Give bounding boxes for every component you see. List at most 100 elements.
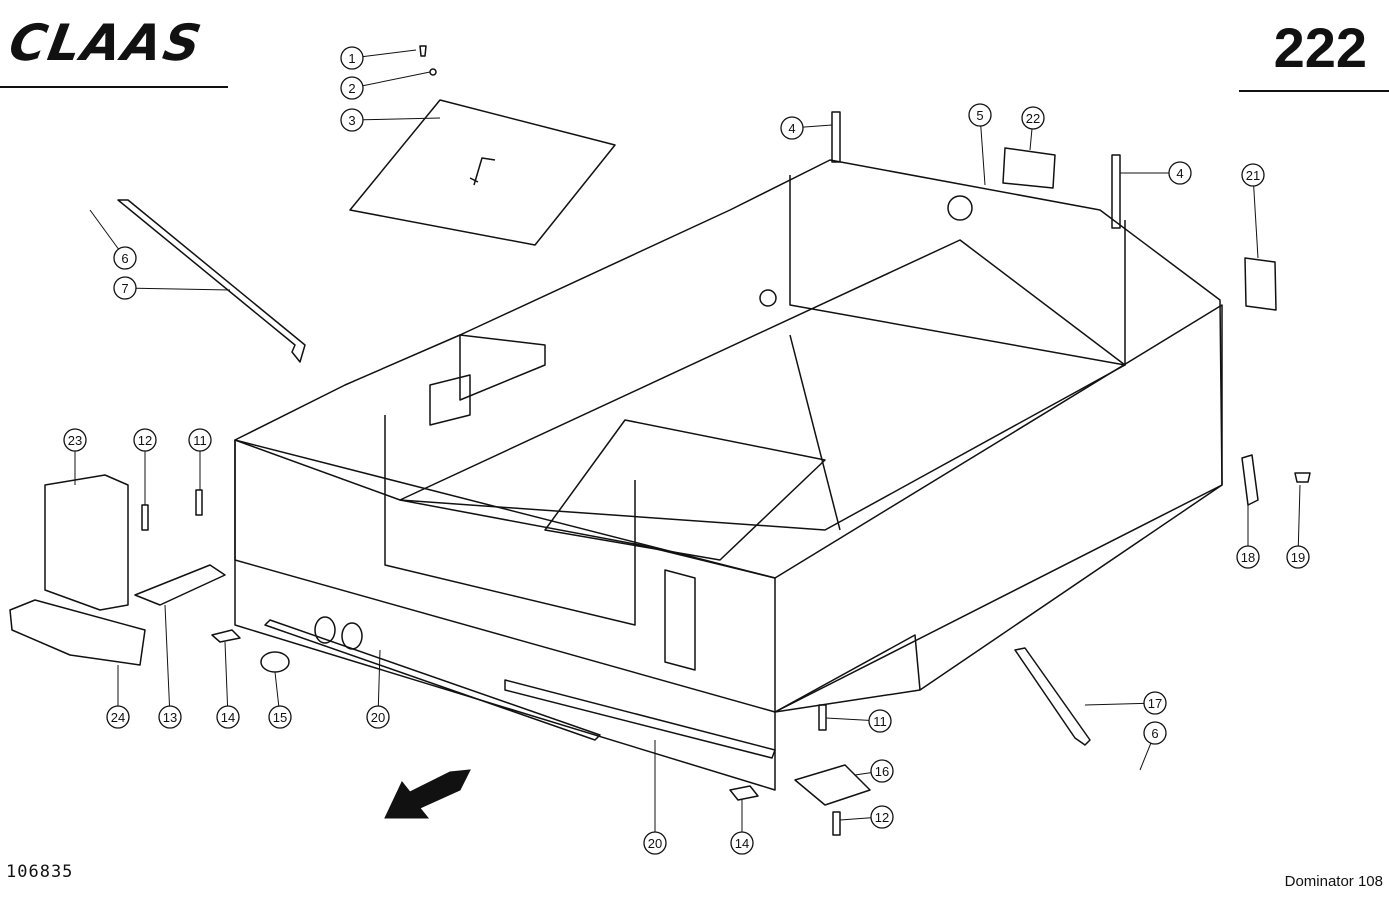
inner-slope xyxy=(399,239,1126,531)
callout-label: 14 xyxy=(735,836,749,851)
callout-circle xyxy=(643,831,667,855)
callout-15: 15 xyxy=(268,671,292,729)
callout-label: 3 xyxy=(348,113,355,128)
callout-3: 3 xyxy=(340,108,441,132)
box-rim xyxy=(234,159,1223,713)
callout-label: 22 xyxy=(1026,111,1040,126)
callout-label: 18 xyxy=(1241,550,1255,565)
callout-14: 14 xyxy=(730,800,754,855)
plate-21 xyxy=(1244,257,1277,311)
callout-circle xyxy=(113,246,137,270)
leader-line xyxy=(362,117,441,121)
callout-14: 14 xyxy=(216,641,240,729)
leader-line xyxy=(362,49,417,58)
callout-label: 20 xyxy=(648,836,662,851)
callout-circle xyxy=(366,705,390,729)
leader-line xyxy=(825,717,870,721)
wall-hole xyxy=(947,195,973,221)
callout-24: 24 xyxy=(106,665,130,729)
callout-23: 23 xyxy=(63,428,87,485)
post-4-right xyxy=(1111,154,1121,229)
callout-circle xyxy=(780,116,804,140)
callout-label: 11 xyxy=(873,714,887,729)
header-rule-right xyxy=(1239,90,1389,92)
callout-label: 13 xyxy=(163,710,177,725)
front-hole-a xyxy=(314,616,336,644)
box-side-face xyxy=(774,304,1223,713)
cover-23 xyxy=(44,474,129,611)
callout-label: 2 xyxy=(348,81,355,96)
callout-circle xyxy=(340,108,364,132)
callout-circle xyxy=(113,276,137,300)
callout-17: 17 xyxy=(1084,691,1167,715)
strip-20b xyxy=(504,679,776,759)
front-hatch xyxy=(664,569,696,671)
strip-20a xyxy=(264,619,601,741)
leader-line xyxy=(377,649,381,707)
callout-label: 4 xyxy=(788,121,795,136)
plate-22 xyxy=(1002,147,1056,189)
callout-circle xyxy=(216,705,240,729)
corner-step xyxy=(429,374,471,426)
box-front-face xyxy=(234,439,776,791)
callout-label: 12 xyxy=(138,433,152,448)
bolt-12b xyxy=(832,811,841,836)
callout-label: 5 xyxy=(976,108,983,123)
inner-ridge xyxy=(789,334,841,531)
callout-1: 1 xyxy=(340,46,417,70)
bracket-16 xyxy=(794,764,871,806)
callout-4: 4 xyxy=(780,116,833,140)
corner-housing xyxy=(459,334,546,401)
leader-line xyxy=(839,817,872,821)
callout-label: 1 xyxy=(348,51,355,66)
bolt-11a xyxy=(195,489,203,516)
bracket-18 xyxy=(1241,454,1259,506)
ring-15 xyxy=(260,651,290,673)
leader-line xyxy=(1029,128,1033,151)
cover-plate xyxy=(349,99,616,246)
callout-circle xyxy=(340,46,364,70)
callout-circle xyxy=(340,76,364,100)
leader-line xyxy=(1139,743,1152,771)
shim-14a xyxy=(211,629,241,643)
callout-label: 19 xyxy=(1291,550,1305,565)
bolt-11b xyxy=(818,704,827,731)
callout-circle xyxy=(106,705,130,729)
callout-12: 12 xyxy=(839,805,894,829)
leader-line xyxy=(1297,484,1301,547)
leader-line xyxy=(854,772,872,776)
callout-label: 14 xyxy=(221,710,235,725)
post-4-left xyxy=(831,111,841,163)
callout-circle xyxy=(868,709,892,733)
page-number: 222 xyxy=(1273,16,1367,79)
direction-arrow xyxy=(384,769,471,819)
callout-label: 24 xyxy=(111,710,125,725)
callout-6: 6 xyxy=(89,209,137,270)
callout-circle xyxy=(1168,161,1192,185)
callout-circle xyxy=(158,705,182,729)
leader-line xyxy=(89,209,119,250)
callout-7: 7 xyxy=(113,276,231,300)
plate-24 xyxy=(9,599,146,666)
callout-11: 11 xyxy=(825,709,892,733)
callout-16: 16 xyxy=(854,759,894,783)
strut-7 xyxy=(117,199,306,363)
callout-circle xyxy=(268,705,292,729)
bolt-12a xyxy=(141,504,149,531)
callout-label: 7 xyxy=(121,281,128,296)
callout-label: 6 xyxy=(1151,726,1158,741)
callout-circle xyxy=(1143,721,1167,745)
callout-2: 2 xyxy=(340,71,431,100)
bracket-13 xyxy=(134,564,226,606)
callout-label: 17 xyxy=(1148,696,1162,711)
callout-18: 18 xyxy=(1236,505,1260,569)
callout-12: 12 xyxy=(133,428,157,505)
callout-circle xyxy=(1143,691,1167,715)
header-rule-left xyxy=(0,86,228,88)
leader-line xyxy=(1084,702,1145,706)
callout-label: 16 xyxy=(875,764,889,779)
callout-label: 21 xyxy=(1246,168,1260,183)
